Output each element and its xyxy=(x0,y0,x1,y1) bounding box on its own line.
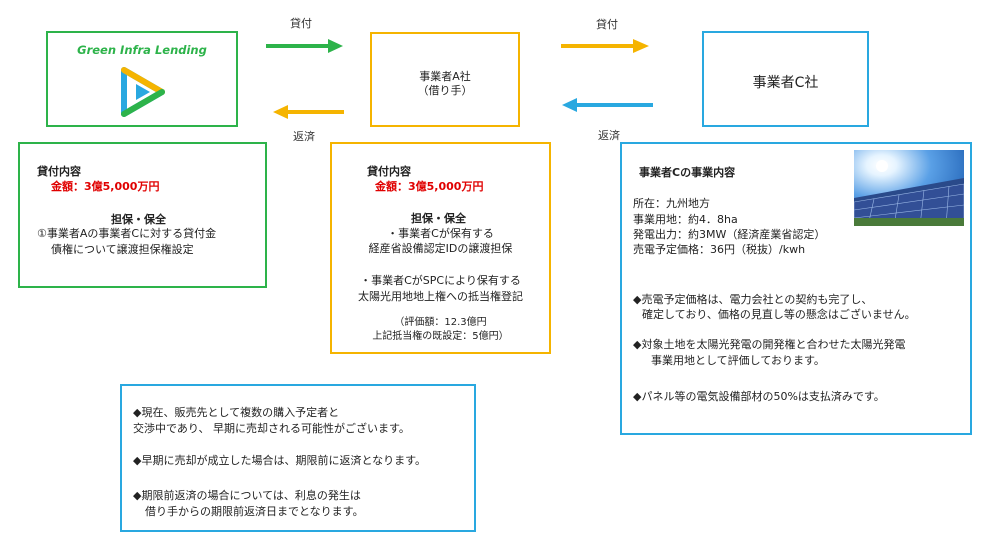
repay-arrow-blue xyxy=(562,98,653,112)
note-3-line-2: 借り手からの期限前返済日までとなります。 xyxy=(145,505,364,518)
note-2-line-1: ◆早期に売却が成立した場合は、期限前に返済となります。 xyxy=(133,454,427,467)
info-location: 所在：九州地方 xyxy=(633,197,710,210)
bullet-2-line-1: ◆対象土地を太陽光発電の開発権と合わせた太陽光発電 xyxy=(633,338,906,351)
loan-terms-box-left: 貸付内容 金額：3億5,000万円 担保・保全 ①事業者Aの事業者Cに対する貸付… xyxy=(18,142,267,288)
bullet-1-line-2: 確定しており、価格の見直し等の懸念はございません。 xyxy=(642,308,916,321)
loan-amount: 金額：3億5,000万円 xyxy=(51,180,160,193)
info-price: 売電予定価格：36円（税抜）/kwh xyxy=(633,243,806,256)
loan-amount: 金額：3億5,000万円 xyxy=(375,180,484,193)
valuation-line-2: 上記抵当権の既設定：5億円） xyxy=(372,331,509,342)
company-c-name: 事業者C社 xyxy=(752,75,819,91)
security-line-4: 太陽光用地地上権への抵当権登記 xyxy=(358,290,523,303)
security-title: 担保・保全 xyxy=(111,213,166,226)
security-line-1: ①事業者Aの事業者Cに対する貸付金 xyxy=(37,227,217,240)
valuation-line-1: （評価額：12.3億円 xyxy=(394,317,487,328)
business-content-box: 事業者Cの事業内容 所在：九州地方 事業用地：約4．8ha 発電出力：約3MW（… xyxy=(620,142,972,435)
loan-terms-title: 貸付内容 xyxy=(367,165,411,178)
company-a-name: 事業者A社 xyxy=(419,70,471,83)
business-title: 事業者Cの事業内容 xyxy=(639,166,736,179)
security-line-3: ・事業者CがSPCにより保有する xyxy=(360,274,521,287)
lend-label-2: 貸付 xyxy=(596,18,618,31)
security-line-2: 債権について譲渡担保権設定 xyxy=(51,243,194,256)
note-3-line-1: ◆期限前返済の場合については、利息の発生は xyxy=(133,489,361,502)
bullet-2-line-2: 事業用地として評価しております。 xyxy=(651,354,825,367)
info-output: 発電出力：約3MW（経済産業省認定） xyxy=(633,228,826,241)
repay-arrow-yellow xyxy=(273,105,344,119)
loan-terms-title: 貸付内容 xyxy=(37,165,81,178)
repay-label-2: 返済 xyxy=(598,129,620,142)
note-1-line-1: ◆現在、販売先として複数の購入予定者と xyxy=(133,406,340,419)
lend-arrow-yellow xyxy=(561,39,649,53)
security-title: 担保・保全 xyxy=(411,212,466,225)
bullet-3-line-1: ◆パネル等の電気設備部材の50%は支払済みです。 xyxy=(633,390,885,403)
lender-box: Green Infra Lending xyxy=(46,31,238,127)
company-c-box: 事業者C社 xyxy=(702,31,869,127)
notes-box: ◆現在、販売先として複数の購入予定者と 交渉中であり、 早期に売却される可能性が… xyxy=(120,384,476,532)
bullet-1-line-1: ◆売電予定価格は、電力会社との契約も完了し、 xyxy=(633,293,873,306)
loan-terms-box-middle: 貸付内容 金額：3億5,000万円 担保・保全 ・事業者Cが保有する 経産省設備… xyxy=(330,142,551,354)
logo-text: Green Infra Lending xyxy=(77,43,207,57)
solar-panel-image xyxy=(854,150,964,226)
security-line-2: 経産省設備認定IDの譲渡担保 xyxy=(368,242,513,255)
repay-label-1: 返済 xyxy=(293,130,315,143)
lend-arrow-green xyxy=(266,39,343,53)
info-land: 事業用地：約4．8ha xyxy=(633,213,738,226)
company-a-box: 事業者A社 （借り手） xyxy=(370,32,520,127)
lend-label-1: 貸付 xyxy=(290,17,312,30)
company-a-role: （借り手） xyxy=(417,84,473,97)
note-1-line-2: 交渉中であり、 早期に売却される可能性がございます。 xyxy=(133,422,410,435)
logo-icon xyxy=(121,67,165,117)
security-line-1: ・事業者Cが保有する xyxy=(387,227,494,240)
